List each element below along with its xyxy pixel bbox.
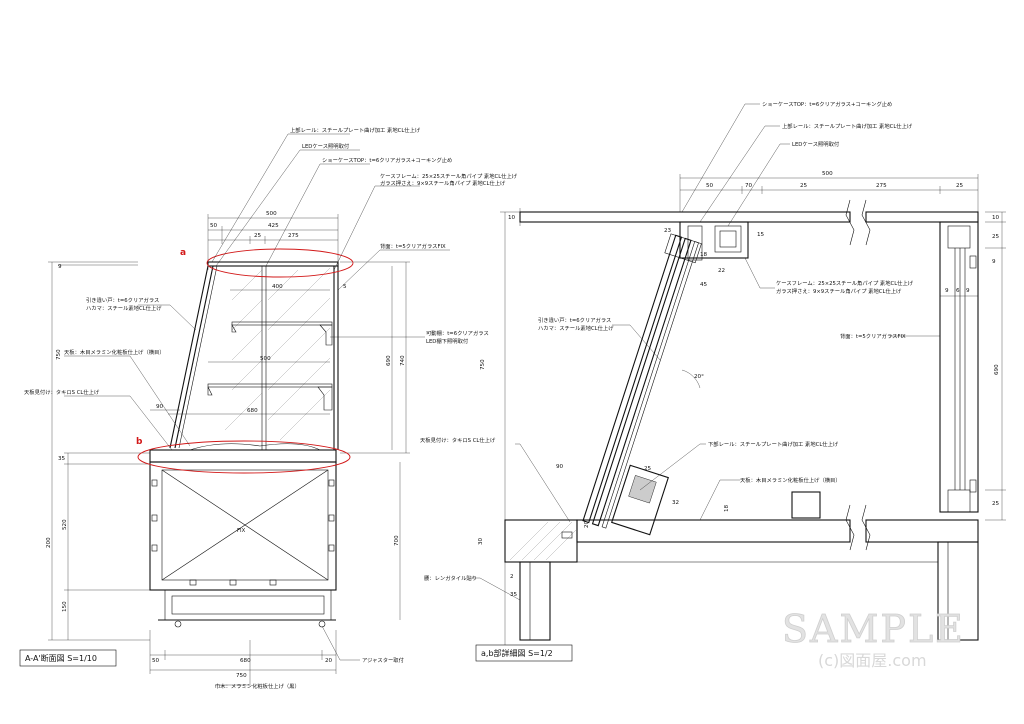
label-sliding-door-2: ハカマ：スチール素地CL仕上げ	[86, 304, 162, 312]
label-top-trim: 天板見付け：タキロS CL仕上げ	[24, 388, 100, 396]
dim-right-w9b: 9	[966, 288, 970, 294]
label-case-top: ショーケースTOP：t=6クリアガラス+コーキング止め	[322, 156, 452, 164]
dim-left-w425: 425	[268, 223, 279, 229]
dim-right-d22: 22	[718, 268, 725, 274]
dim-left-h740: 740	[400, 355, 406, 366]
dim-left-b50: 50	[152, 658, 160, 664]
dim-left-h750: 750	[56, 349, 62, 360]
dim-left-w50: 50	[210, 223, 218, 229]
dim-left-h700: 700	[394, 535, 400, 546]
label-sliding-door-1: 引き違い戸：t=6クリアガラス	[86, 296, 159, 304]
dim-right-d30: 30	[478, 537, 484, 545]
dim-right-w25: 25	[800, 183, 808, 189]
dim-left-h520: 520	[62, 519, 68, 530]
dim-right-w500: 500	[822, 171, 833, 177]
dim-right-angle: 20°	[694, 374, 704, 380]
label-r-frame: ケースフレーム：25×25スチール角パイプ 素地CL仕上げ	[776, 279, 914, 287]
dim-right-h690: 690	[994, 364, 1000, 375]
label-r-sliding-door-2: ハカマ：スチール素地CL仕上げ	[538, 324, 614, 332]
label-back: 背面：t=5クリアガラスFIX	[380, 242, 446, 250]
marker-b: b	[136, 437, 143, 447]
dim-right-h25r: 25	[992, 234, 1000, 240]
dim-right-d23: 23	[664, 228, 672, 234]
watermark-sub: (c)図面屋.com	[818, 651, 927, 670]
label-led: LEDケース照明取付	[302, 142, 350, 150]
dim-left-h200: 200	[46, 537, 52, 548]
dim-right-d2: 2	[510, 574, 514, 580]
dim-left-b20: 20	[325, 658, 333, 664]
detail-view-ab	[470, 103, 1006, 650]
dim-left-h690: 690	[386, 355, 392, 366]
dim-left-w500: 500	[266, 211, 277, 217]
dim-right-d18b: 18	[724, 504, 730, 512]
dim-left-d90: 90	[156, 404, 164, 410]
dim-left-d5: 5	[343, 284, 347, 290]
dim-right-h10: 10	[508, 215, 516, 221]
dim-left-w25: 25	[254, 233, 262, 239]
dim-left-h150: 150	[62, 601, 68, 612]
dim-right-d18: 18	[700, 252, 708, 258]
section-view-aa	[48, 133, 450, 686]
label-fix: FIX	[237, 528, 246, 534]
dim-left-b680: 680	[240, 658, 251, 664]
label-shelf-2: LED棚下照明取付	[426, 337, 469, 345]
dim-right-w25b: 25	[956, 183, 964, 189]
left-title-box	[19, 649, 117, 667]
label-r-sliding-door-1: 引き違い戸：t=6クリアガラス	[538, 316, 611, 324]
dim-right-w6: 6	[956, 288, 960, 294]
dim-left-h9: 9	[58, 264, 62, 270]
dim-right-d35: 35	[510, 592, 518, 598]
label-shelf-1: 可動棚：t=6クリアガラス	[426, 329, 489, 337]
dim-right-d20: 20	[584, 520, 590, 528]
dim-right-d25: 25	[644, 466, 652, 472]
dim-right-d15: 15	[757, 232, 765, 238]
dim-right-h9r: 9	[992, 259, 996, 265]
label-r-led: LEDケース照明取付	[792, 140, 840, 148]
label-frame: ケースフレーム：25×25スチール角パイプ 素地CL仕上げ	[380, 172, 518, 180]
marker-a: a	[180, 248, 186, 258]
dim-right-w275: 275	[876, 183, 887, 189]
label-r-waist: 腰：レンガタイル貼り	[424, 574, 477, 582]
label-top-rail: 上部レール：スチールプレート曲げ加工 素地CL仕上げ	[290, 126, 421, 134]
label-r-glass-stop: ガラス押さえ：9×9スチール角パイプ 素地CL仕上げ	[776, 287, 902, 295]
label-top-board: 天板：木目メラミン化粧板仕上げ（横目）	[64, 348, 165, 356]
label-r-top-board: 天板：木目メラミン化粧板仕上げ（横目）	[740, 476, 841, 484]
dim-left-d680: 680	[247, 408, 258, 414]
label-glass-stop: ガラス押さえ：9×9スチール角パイプ 素地CL仕上げ	[380, 179, 506, 187]
dim-right-h750: 750	[480, 359, 486, 370]
dim-left-h35: 35	[58, 456, 66, 462]
dim-right-d32: 32	[672, 500, 679, 506]
label-r-top-trim: 天板見付け：タキロS CL仕上げ	[420, 436, 496, 444]
dim-left-b750: 750	[236, 673, 247, 679]
label-r-case-top: ショーケースTOP：t=6クリアガラス+コーキング止め	[762, 100, 892, 108]
dim-left-d500: 500	[260, 356, 271, 362]
right-view-title: a,b部詳細図 S=1/2	[481, 648, 553, 658]
right-title-box	[475, 644, 573, 662]
label-r-back: 背面：t=5クリアガラスFIX	[840, 332, 906, 340]
watermark: SAMPLE	[782, 607, 965, 651]
dim-right-w9a: 9	[945, 288, 949, 294]
dim-right-d45: 45	[700, 282, 708, 288]
label-baseboard: 巾木：メラミン化粧板仕上げ（黒）	[215, 682, 300, 690]
dim-left-w275: 275	[288, 233, 299, 239]
label-r-top-rail: 上部レール：スチールプレート曲げ加工 素地CL仕上げ	[782, 122, 913, 130]
left-view-title: A-A'断面図 S=1/10	[25, 653, 97, 663]
dim-right-d90: 90	[556, 464, 564, 470]
label-adjuster: アジャスター取付	[362, 656, 405, 664]
dim-right-w70: 70	[745, 183, 753, 189]
dim-right-h25r2: 25	[992, 501, 1000, 507]
label-r-bottom-rail: 下部レール：スチールプレート曲げ加工 素地CL仕上げ	[708, 440, 839, 448]
dim-left-d400: 400	[272, 284, 283, 290]
dim-right-h10r: 10	[992, 215, 1000, 221]
dim-right-w50: 50	[706, 183, 714, 189]
